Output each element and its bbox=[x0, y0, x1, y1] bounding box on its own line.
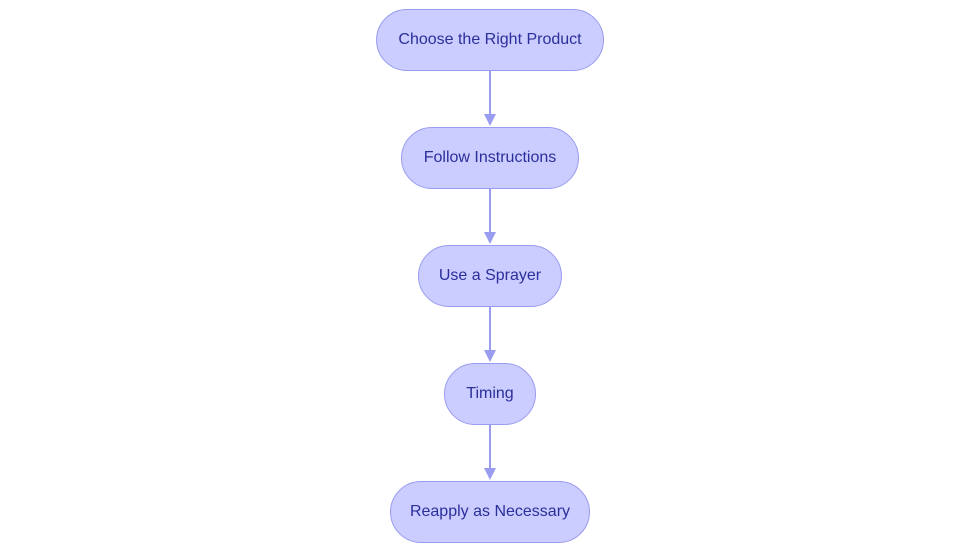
arrowhead-icon bbox=[484, 232, 496, 244]
step-timing: Timing bbox=[444, 363, 536, 425]
step-use-a-sprayer: Use a Sprayer bbox=[418, 245, 562, 307]
edge-2 bbox=[484, 189, 496, 244]
edge-4 bbox=[484, 425, 496, 480]
edge-1 bbox=[484, 71, 496, 126]
arrowhead-icon bbox=[484, 468, 496, 480]
step-choose-the-right-product: Choose the Right Product bbox=[376, 9, 604, 71]
step-label: Reapply as Necessary bbox=[409, 503, 571, 520]
step-label: Follow Instructions bbox=[423, 149, 557, 166]
step-label: Timing bbox=[466, 385, 514, 402]
step-label: Use a Sprayer bbox=[438, 267, 542, 284]
step-label: Choose the Right Product bbox=[398, 31, 582, 48]
edge-3 bbox=[484, 307, 496, 362]
step-follow-instructions: Follow Instructions bbox=[401, 127, 579, 189]
arrowhead-icon bbox=[484, 114, 496, 126]
arrowhead-icon bbox=[484, 350, 496, 362]
step-reapply-as-necessary: Reapply as Necessary bbox=[390, 481, 590, 543]
